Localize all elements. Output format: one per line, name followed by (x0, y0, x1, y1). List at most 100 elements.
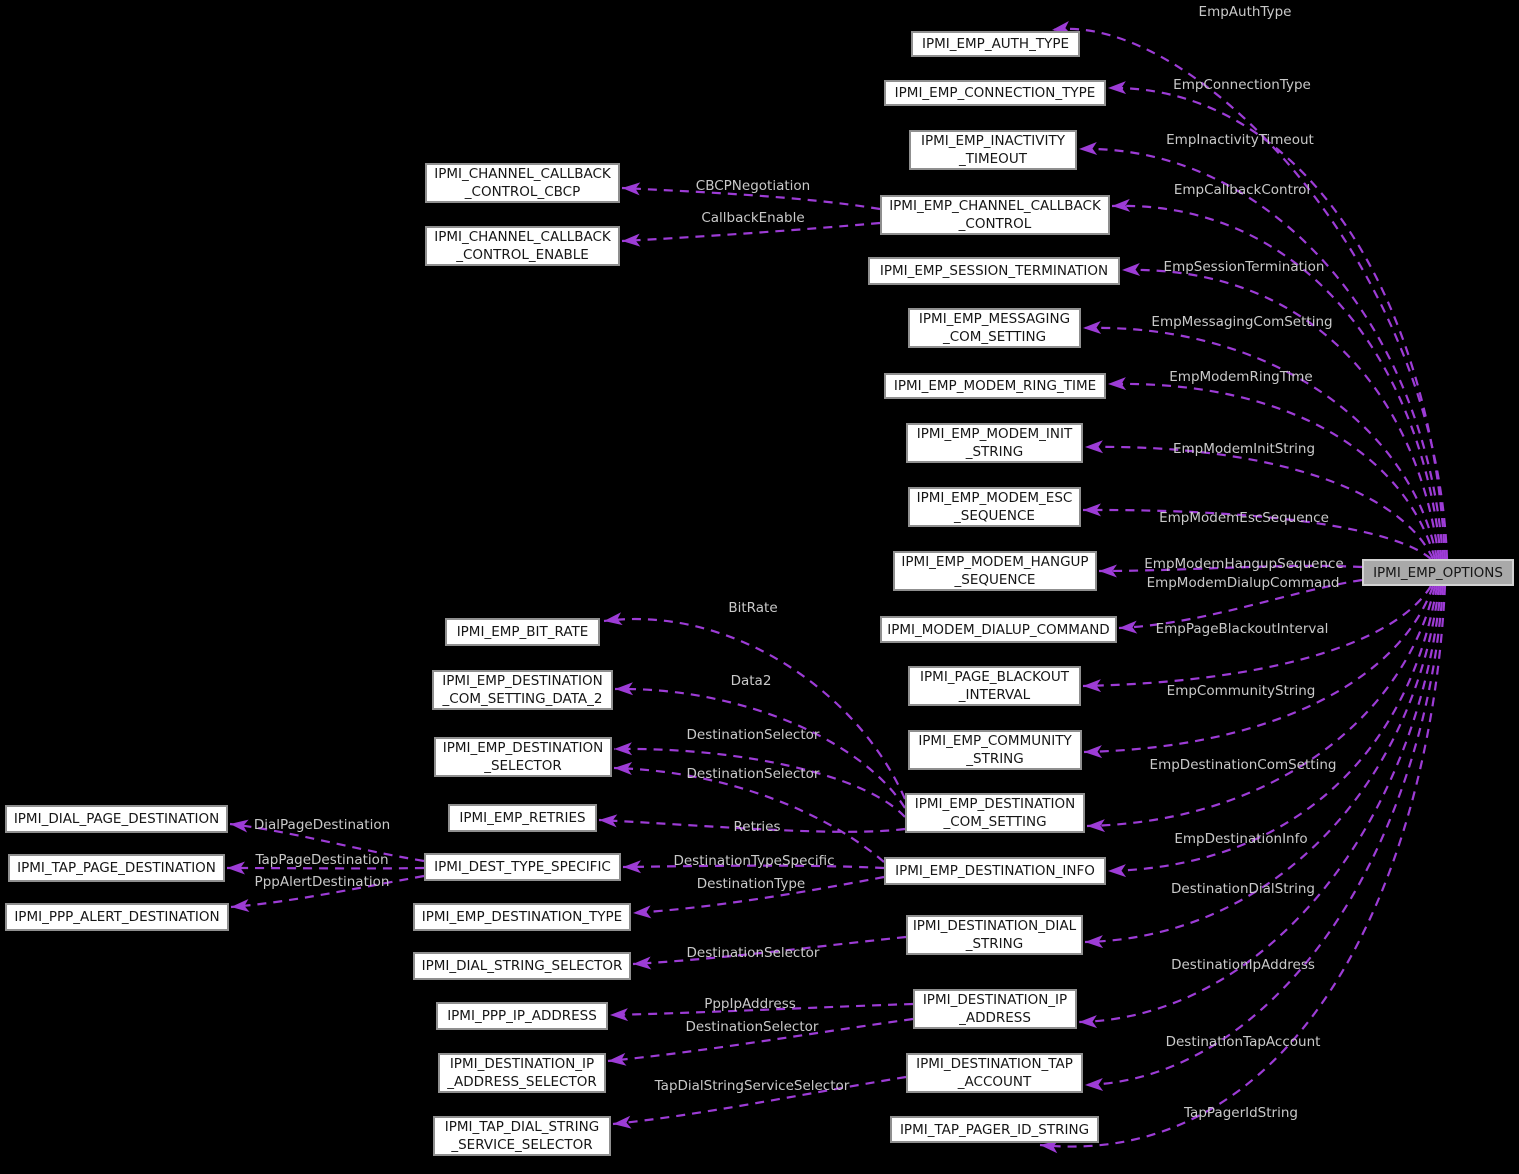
edge-label-retries: Retries (733, 819, 781, 835)
edge-ipmi-emp-destination-info-to-ipmi-emp-destination-type (632, 875, 885, 919)
node-ipmi-destination-ip-address-selector[interactable]: IPMI_DESTINATION_IP _ADDRESS_SELECTOR (438, 1053, 606, 1093)
edge-ipmi-emp-options-to-ipmi-destination-tap-account (1084, 585, 1445, 1091)
node-ipmi-emp-modem-hangup-sequence[interactable]: IPMI_EMP_MODEM_HANGUP _SEQUENCE (893, 551, 1097, 591)
node-ipmi-emp-community-string[interactable]: IPMI_EMP_COMMUNITY _STRING (908, 730, 1082, 770)
node-ipmi-emp-destination-selector[interactable]: IPMI_EMP_DESTINATION _SELECTOR (434, 737, 612, 777)
edge-label-tapdialstringserviceselector: TapDialStringServiceSelector (654, 1078, 850, 1094)
node-ipmi-tap-page-destination[interactable]: IPMI_TAP_PAGE_DESTINATION (8, 854, 225, 882)
edge-ipmi-emp-options-to-ipmi-emp-modem-hangup-sequence (1098, 564, 1363, 578)
edge-label-emppageblackoutinterval: EmpPageBlackoutInterval (1155, 621, 1329, 637)
edge-ipmi-emp-destination-info-to-ipmi-emp-destination-selector (613, 761, 885, 863)
edge-ipmi-emp-options-to-ipmi-emp-modem-ring-time (1107, 377, 1437, 560)
edge-ipmi-emp-options-to-ipmi-emp-messaging-com-setting (1082, 321, 1439, 560)
edge-ipmi-destination-ip-address-to-ipmi-ppp-ip-address (609, 1002, 914, 1022)
edge-ipmi-emp-options-to-ipmi-emp-modem-esc-sequence (1082, 503, 1432, 560)
edge-label-callbackenable: CallbackEnable (701, 210, 805, 226)
edge-ipmi-emp-options-to-ipmi-emp-inactivity-timeout (1078, 142, 1445, 560)
edge-label-tappagedestination: TapPageDestination (255, 852, 389, 868)
node-ipmi-emp-destination-type[interactable]: IPMI_EMP_DESTINATION_TYPE (413, 903, 631, 931)
node-ipmi-destination-dial-string[interactable]: IPMI_DESTINATION_DIAL _STRING (906, 915, 1083, 955)
edge-label-destinationtapaccount: DestinationTapAccount (1165, 1034, 1321, 1050)
edge-label-empdestinationinfo: EmpDestinationInfo (1174, 831, 1308, 847)
edge-label-empmessagingcomsetting: EmpMessagingComSetting (1151, 314, 1333, 330)
edge-label-empauthtype: EmpAuthType (1198, 4, 1292, 20)
edge-label-destinationselector: DestinationSelector (686, 727, 820, 743)
edge-label-empconnectiontype: EmpConnectionType (1173, 77, 1311, 93)
edge-label-cbcpnegotiation: CBCPNegotiation (695, 178, 811, 194)
edge-ipmi-emp-options-to-ipmi-destination-dial-string (1084, 585, 1441, 949)
edge-ipmi-emp-options-to-ipmi-destination-ip-address (1078, 585, 1443, 1029)
edge-label-pppipaddress: PppIpAddress (704, 996, 796, 1012)
edge-ipmi-emp-options-to-ipmi-emp-modem-init-string (1084, 440, 1435, 560)
node-ipmi-dest-type-specific[interactable]: IPMI_DEST_TYPE_SPECIFIC (424, 853, 621, 881)
edge-label-empsessiontermination: EmpSessionTermination (1163, 259, 1325, 275)
node-ipmi-emp-destination-com-setting-data-2[interactable]: IPMI_EMP_DESTINATION _COM_SETTING_DATA_2 (432, 670, 613, 710)
node-ipmi-emp-inactivity-timeout[interactable]: IPMI_EMP_INACTIVITY _TIMEOUT (909, 130, 1077, 170)
edge-label-destinationtype: DestinationType (696, 876, 806, 892)
node-ipmi-channel-callback-control-cbcp[interactable]: IPMI_CHANNEL_CALLBACK _CONTROL_CBCP (425, 163, 620, 203)
edge-ipmi-emp-options-to-ipmi-tap-pager-id-string (1039, 585, 1447, 1154)
edge-ipmi-emp-destination-com-setting-to-ipmi-emp-retries (598, 814, 906, 833)
edge-ipmi-emp-channel-callback-control-to-ipmi-channel-callback-control-cbcp (621, 182, 881, 211)
node-ipmi-dial-string-selector[interactable]: IPMI_DIAL_STRING_SELECTOR (413, 952, 631, 980)
edge-label-destinationselector: DestinationSelector (686, 945, 820, 961)
node-ipmi-emp-destination-info[interactable]: IPMI_EMP_DESTINATION_INFO (884, 857, 1106, 885)
node-ipmi-emp-bit-rate[interactable]: IPMI_EMP_BIT_RATE (445, 618, 600, 646)
edge-ipmi-emp-options-to-ipmi-emp-connection-type (1107, 81, 1447, 560)
edge-ipmi-emp-destination-com-setting-to-ipmi-emp-destination-selector (613, 742, 906, 818)
edge-ipmi-dest-type-specific-to-ipmi-ppp-alert-destination (230, 874, 425, 913)
node-ipmi-page-blackout-interval[interactable]: IPMI_PAGE_BLACKOUT _INTERVAL (908, 666, 1081, 706)
edge-ipmi-emp-options-to-ipmi-emp-destination-info (1107, 585, 1439, 878)
edge-label-empmodemdialupcommand: EmpModemDialupCommand (1146, 575, 1340, 591)
edge-label-destinationdialstring: DestinationDialString (1171, 881, 1315, 897)
node-ipmi-destination-ip-address[interactable]: IPMI_DESTINATION_IP _ADDRESS (913, 989, 1077, 1029)
edge-label-empdestinationcomsetting: EmpDestinationComSetting (1149, 757, 1337, 773)
node-ipmi-emp-messaging-com-setting[interactable]: IPMI_EMP_MESSAGING _COM_SETTING (908, 308, 1081, 348)
edge-label-dialpagedestination: DialPageDestination (253, 817, 391, 833)
edge-label-destinationipaddress: DestinationIpAddress (1171, 957, 1315, 973)
edge-ipmi-emp-destination-com-setting-to-ipmi-emp-bit-rate (603, 612, 907, 800)
node-ipmi-emp-options: IPMI_EMP_OPTIONS (1362, 559, 1514, 586)
edge-label-destinationselector: DestinationSelector (686, 766, 820, 782)
node-ipmi-destination-tap-account[interactable]: IPMI_DESTINATION_TAP _ACCOUNT (906, 1053, 1083, 1093)
node-ipmi-emp-channel-callback-control[interactable]: IPMI_EMP_CHANNEL_CALLBACK _CONTROL (880, 195, 1110, 235)
edge-ipmi-emp-destination-info-to-ipmi-dest-type-specific (622, 860, 885, 874)
edge-ipmi-emp-options-to-ipmi-modem-dialup-command (1118, 578, 1363, 634)
node-ipmi-ppp-alert-destination[interactable]: IPMI_PPP_ALERT_DESTINATION (5, 903, 229, 931)
edge-label-bitrate: BitRate (728, 600, 778, 616)
edge-label-empcommunitystring: EmpCommunityString (1166, 683, 1316, 699)
edge-label-destinationselector: DestinationSelector (685, 1019, 819, 1035)
node-ipmi-channel-callback-control-enable[interactable]: IPMI_CHANNEL_CALLBACK _CONTROL_ENABLE (425, 226, 620, 266)
node-ipmi-tap-dial-string-service-selector[interactable]: IPMI_TAP_DIAL_STRING _SERVICE_SELECTOR (433, 1116, 611, 1156)
edge-label-pppalertdestination: PppAlertDestination (254, 874, 390, 890)
node-ipmi-emp-modem-esc-sequence[interactable]: IPMI_EMP_MODEM_ESC _SEQUENCE (908, 487, 1081, 527)
edge-ipmi-emp-options-to-ipmi-emp-channel-callback-control (1111, 198, 1443, 560)
edge-ipmi-destination-ip-address-to-ipmi-destination-ip-address-selector (607, 1017, 914, 1066)
node-ipmi-emp-destination-com-setting[interactable]: IPMI_EMP_DESTINATION _COM_SETTING (905, 793, 1085, 833)
node-ipmi-tap-pager-id-string[interactable]: IPMI_TAP_PAGER_ID_STRING (890, 1116, 1099, 1143)
node-ipmi-emp-connection-type[interactable]: IPMI_EMP_CONNECTION_TYPE (884, 80, 1106, 106)
node-ipmi-emp-modem-ring-time[interactable]: IPMI_EMP_MODEM_RING_TIME (884, 373, 1106, 399)
edge-ipmi-dest-type-specific-to-ipmi-dial-page-destination (229, 819, 425, 863)
edge-label-empmodemhangupsequence: EmpModemHangupSequence (1144, 556, 1344, 572)
node-ipmi-emp-retries[interactable]: IPMI_EMP_RETRIES (448, 804, 597, 832)
node-ipmi-emp-modem-init-string[interactable]: IPMI_EMP_MODEM_INIT _STRING (906, 423, 1083, 463)
edge-label-data2: Data2 (730, 673, 772, 689)
edge-ipmi-emp-options-to-ipmi-emp-auth-type (1051, 21, 1449, 560)
edge-label-empinactivitytimeout: EmpInactivityTimeout (1166, 132, 1314, 148)
node-ipmi-ppp-ip-address[interactable]: IPMI_PPP_IP_ADDRESS (436, 1002, 608, 1030)
edge-label-destinationtypespecific: DestinationTypeSpecific (673, 853, 835, 869)
edge-ipmi-emp-channel-callback-control-to-ipmi-channel-callback-control-enable (621, 221, 881, 247)
node-ipmi-modem-dialup-command[interactable]: IPMI_MODEM_DIALUP_COMMAND (880, 616, 1117, 643)
node-ipmi-emp-session-termination[interactable]: IPMI_EMP_SESSION_TERMINATION (868, 257, 1120, 285)
edge-ipmi-destination-dial-string-to-ipmi-dial-string-selector (632, 935, 907, 970)
edge-ipmi-emp-options-to-ipmi-emp-destination-com-setting (1086, 585, 1437, 833)
node-ipmi-emp-auth-type[interactable]: IPMI_EMP_AUTH_TYPE (911, 31, 1080, 57)
edge-label-empmodemescsequence: EmpModemEscSequence (1159, 510, 1329, 526)
edge-label-tappageridstring: TapPagerIdString (1184, 1105, 1298, 1121)
edge-label-empmodemringtime: EmpModemRingTime (1169, 369, 1313, 385)
edge-ipmi-emp-options-to-ipmi-emp-session-termination (1121, 263, 1441, 560)
node-ipmi-dial-page-destination[interactable]: IPMI_DIAL_PAGE_DESTINATION (5, 805, 228, 833)
